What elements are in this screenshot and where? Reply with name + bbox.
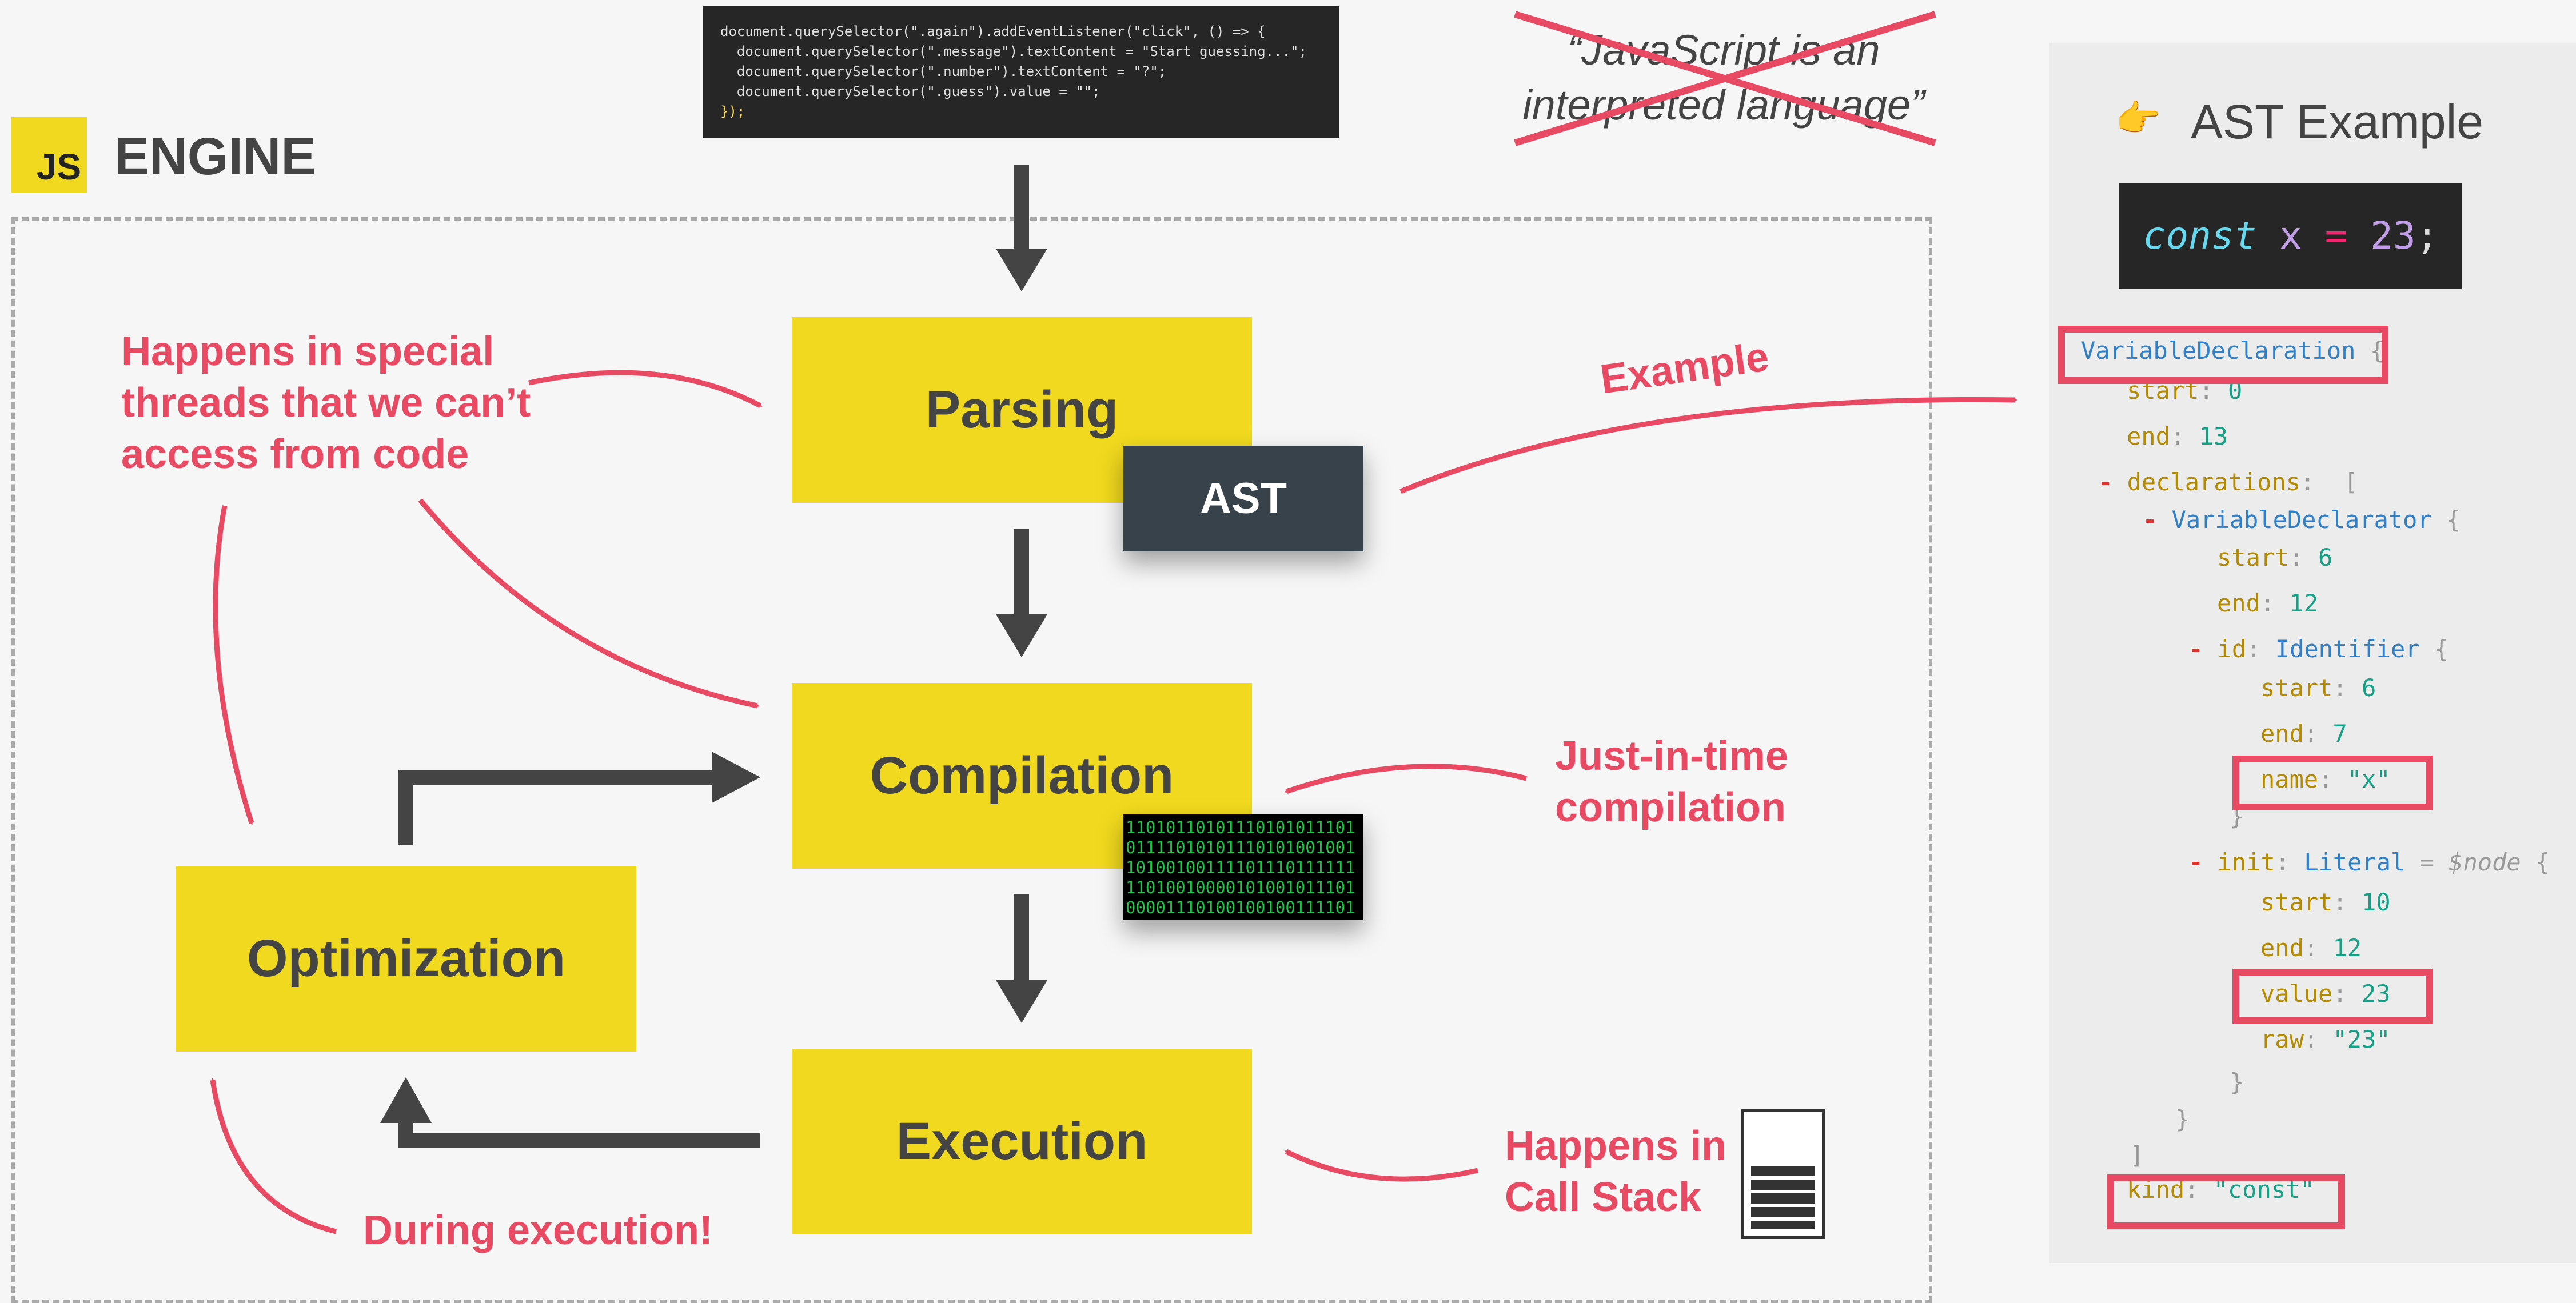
engine-title: ENGINE: [114, 127, 316, 186]
js-logo-icon: JS: [11, 117, 87, 193]
arrow-head: [996, 614, 1047, 657]
highlight-value: [2232, 969, 2433, 1024]
code-line: document.querySelector(".message").textC…: [720, 43, 1307, 59]
arrow-execution-to-optimization: [398, 1106, 760, 1148]
arrow-threads-to-parsing: [528, 370, 763, 408]
optimization-box: Optimization: [176, 866, 636, 1052]
cross-line: [1514, 11, 1936, 146]
code-line: });: [720, 103, 745, 119]
arrow-threads-to-optimization: [213, 505, 254, 825]
call-stack-note: Happens in Call Stack: [1505, 1123, 1727, 1220]
arrow-threads-to-compilation: [418, 498, 760, 709]
const-code-box: const x = 23 ;: [2119, 183, 2462, 289]
highlight-name: [2232, 756, 2433, 810]
jit-note: Just-in-time compilation: [1555, 733, 1789, 830]
binary-line: 11010110101110101011101: [1126, 818, 1355, 837]
arrow-head: [996, 249, 1047, 291]
arrow-during-to-optimization: [210, 1078, 337, 1234]
ast-tree: VariableDeclaration { start: 0 end: 13 -…: [2081, 337, 2550, 1204]
pointing-hand-icon: 👉: [2115, 98, 2161, 139]
code-line: document.querySelector(".guess").value =…: [720, 83, 1100, 99]
code-line: document.querySelector(".number").textCo…: [720, 63, 1167, 79]
binary-line: 00001110100100100111101: [1126, 898, 1355, 917]
execution-box: Execution: [792, 1049, 1252, 1234]
call-stack-icon: [1741, 1109, 1825, 1239]
arrow-head: [380, 1077, 432, 1123]
binary-box: 11010110101110101011101 0111101010111010…: [1123, 814, 1363, 920]
during-execution-note: During execution!: [363, 1208, 713, 1253]
arrow-head: [996, 980, 1047, 1023]
highlight-variable-declaration: [2058, 326, 2388, 384]
ast-box: AST: [1123, 446, 1363, 551]
arrow-ast-example: [1399, 397, 2017, 494]
code-line: document.querySelector(".again").addEven…: [720, 23, 1266, 39]
binary-line: 01111010101110101001001: [1126, 838, 1355, 857]
binary-line: 10100100111101110111111: [1126, 858, 1355, 877]
code-snippet: document.querySelector(".again").addEven…: [703, 6, 1339, 138]
ast-example-title: AST Example: [2191, 95, 2483, 149]
arrow-optimization-to-compilation: [398, 770, 715, 845]
arrow-jit-to-compilation: [1284, 764, 1528, 794]
highlight-kind: [2107, 1174, 2345, 1229]
binary-line: 11010010000101001011101: [1126, 878, 1355, 897]
arrow-callstack-to-execution: [1284, 1149, 1478, 1182]
special-threads-note: Happens in special threads that we can’t…: [121, 329, 531, 477]
arrow-head: [712, 752, 760, 803]
